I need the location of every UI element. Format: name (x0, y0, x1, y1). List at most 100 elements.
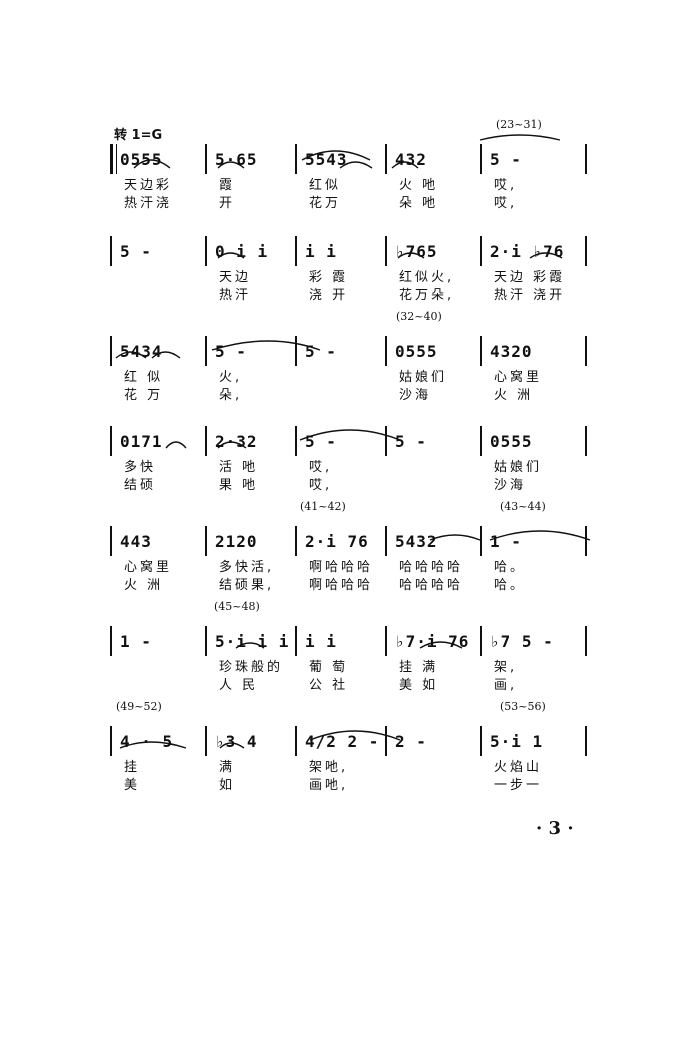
page-number: · 3 · (536, 818, 574, 839)
lyric-line-1: 架, (494, 660, 518, 675)
barline (385, 426, 387, 456)
barline (585, 526, 587, 556)
lyric-line-1: 哎, (494, 178, 518, 193)
barline (480, 426, 482, 456)
lyric-line-2: 开 (219, 196, 236, 211)
measure-notes: 5432 (395, 532, 438, 551)
measure-notes: 0555 (395, 342, 438, 361)
lyric-line-2: 火 洲 (124, 578, 164, 593)
lyric-line-2: 如 (219, 778, 236, 793)
lyric-line-1: 天边 (219, 270, 252, 285)
lyric-line-1: 火焰山 (494, 760, 543, 775)
slur (119, 741, 187, 749)
measure-notes: 5 - (120, 242, 152, 261)
measure-notes: 2·i ♭76 (490, 242, 565, 261)
barline (295, 236, 297, 266)
measure-notes: 5·65 (215, 150, 258, 169)
barline (385, 726, 387, 756)
slur (211, 340, 321, 351)
slur (219, 742, 245, 749)
lyric-line-2: 果 吔 (219, 478, 259, 493)
measure-notes: 4 · 5 (120, 732, 174, 751)
measure-notes: 5434 (120, 342, 163, 361)
lyric-line-1: 心窝里 (124, 560, 173, 575)
measure-notes: 4/2 2 - (305, 732, 380, 751)
lyric-line-2: 沙海 (494, 478, 527, 493)
barline (110, 336, 112, 366)
slur (419, 641, 463, 649)
lyric-line-2: 哈。 (494, 578, 527, 593)
barline (480, 726, 482, 756)
lyric-line-2: 哎, (309, 478, 333, 493)
barline (295, 626, 297, 656)
lyric-line-2: 一步一 (494, 778, 543, 793)
lyric-line-2: 热汗浇 (124, 196, 173, 211)
barline (295, 426, 297, 456)
barline (205, 236, 207, 266)
lyric-line-1: 挂 (124, 760, 141, 775)
barline (480, 144, 482, 174)
barline (385, 144, 387, 174)
measure-notes: 2·i 76 (305, 532, 369, 551)
measure-notes: 0555 (120, 150, 163, 169)
barline (205, 426, 207, 456)
measure-notes: 0 i i (215, 242, 269, 261)
lyric-line-1: 姑娘们 (399, 370, 448, 385)
barline (295, 726, 297, 756)
lyric-line-1: 满 (219, 760, 236, 775)
barline (110, 526, 112, 556)
slur (391, 161, 419, 169)
lyric-line-2: 画, (494, 678, 518, 693)
barline (585, 336, 587, 366)
lyric-line-2: 结硕果, (219, 578, 275, 593)
measure-notes: 1 - (490, 532, 522, 551)
rehearsal-mark: (23~31) (496, 118, 542, 131)
measure-notes: 5 - (305, 432, 337, 451)
barline (110, 236, 112, 266)
measure-notes: 1 - (120, 632, 152, 651)
rehearsal-mark: (43~44) (500, 500, 546, 513)
lyric-line-2: 火 洲 (494, 388, 534, 403)
lyric-line-1: 哈哈哈哈 (399, 560, 464, 575)
slur (217, 441, 247, 449)
barline (205, 626, 207, 656)
barline (110, 144, 113, 174)
lyric-line-2: 浇 开 (309, 288, 349, 303)
lyric-line-2: 哈哈哈哈 (399, 578, 464, 593)
lyric-line-2: 热汗 浇开 (494, 288, 566, 303)
measure-notes: 5 - (305, 342, 337, 361)
lyric-line-2: 美 如 (399, 678, 439, 693)
lyric-line-2: 公 社 (309, 678, 349, 693)
key-change: 转 1=G (114, 128, 163, 143)
barline (480, 236, 482, 266)
lyric-line-2: 画吔, (309, 778, 349, 793)
measure-notes: 5 - (490, 150, 522, 169)
barline (205, 144, 207, 174)
barline (295, 526, 297, 556)
measure-notes: ♭7·i 76 (395, 632, 470, 651)
lyric-line-1: 多快 (124, 460, 157, 475)
barline (585, 426, 587, 456)
barline (585, 144, 587, 174)
lyric-line-2: 啊哈哈哈 (309, 578, 374, 593)
lyric-line-1: 葡 萄 (309, 660, 349, 675)
barline (205, 726, 207, 756)
slur (217, 161, 245, 169)
lyric-line-2: 人 民 (219, 678, 259, 693)
lyric-line-2: 美 (124, 778, 141, 793)
lyric-line-2: 花万 (309, 196, 342, 211)
slur (217, 252, 245, 259)
lyric-line-2: 热汗 (219, 288, 252, 303)
measure-notes: ♭7 5 - (490, 632, 554, 651)
lyric-line-2: 沙海 (399, 388, 432, 403)
lyric-line-1: 红似火, (399, 270, 455, 285)
barline (385, 236, 387, 266)
lyric-line-1: 哈。 (494, 560, 527, 575)
slur (339, 161, 373, 169)
slur (397, 252, 425, 259)
measure-notes: 4320 (490, 342, 533, 361)
lyric-line-2: 花万朵, (399, 288, 455, 303)
barline (110, 426, 112, 456)
repeat-barline (116, 144, 117, 174)
